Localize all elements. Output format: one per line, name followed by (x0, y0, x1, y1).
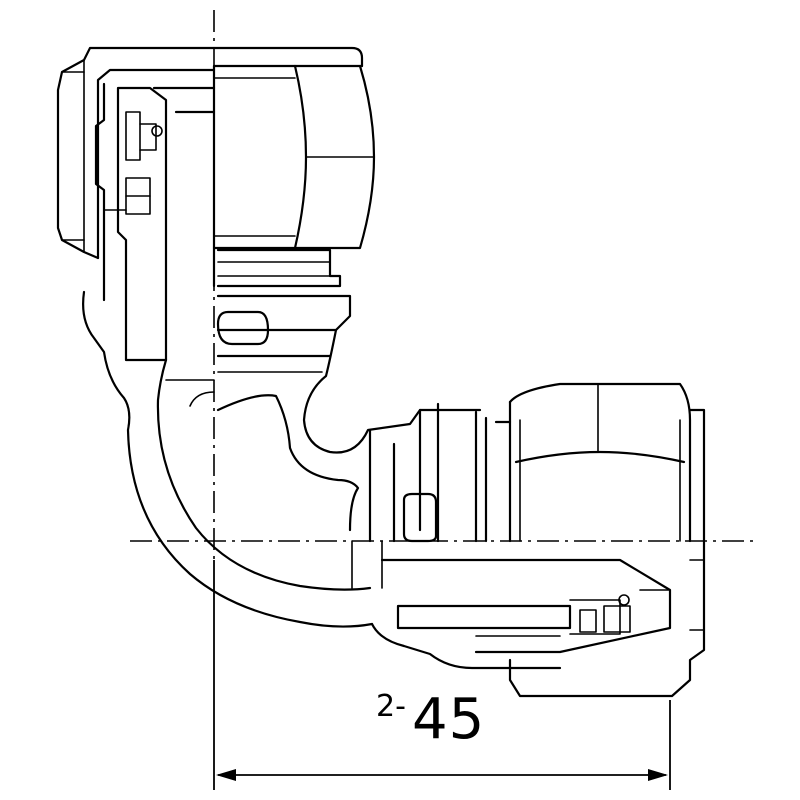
right-nut (508, 382, 706, 698)
arrow-left-icon (216, 769, 236, 781)
elbow-body (82, 290, 562, 670)
dimension-prefix: 2- (376, 689, 406, 724)
arrow-right-icon (648, 769, 668, 781)
right-body-neck (351, 402, 512, 589)
right-sleeve (380, 558, 672, 654)
top-sleeve (94, 82, 216, 362)
dimension-value: 45 (412, 687, 486, 752)
top-nut (56, 46, 376, 260)
top-body-neck (212, 246, 352, 373)
dimension-45 (213, 560, 671, 790)
dimension-label: 2- 45 (368, 685, 538, 765)
